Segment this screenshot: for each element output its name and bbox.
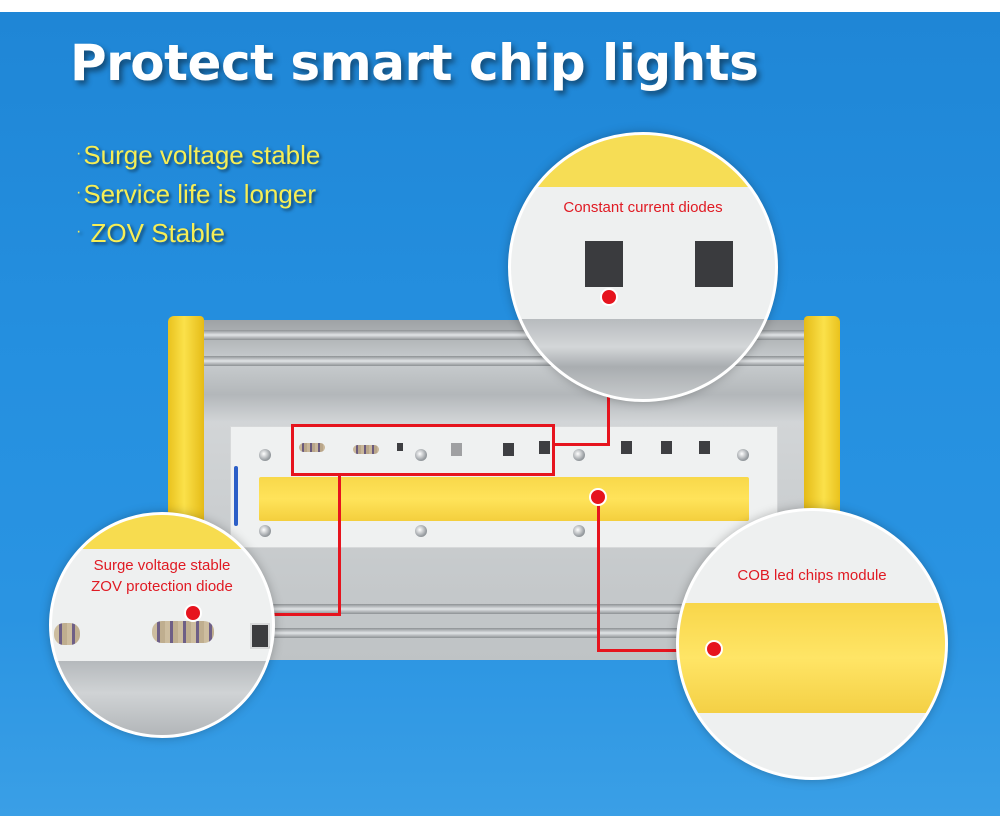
magnifier-cob-led-module: COB led chips module bbox=[676, 508, 948, 780]
leader-line bbox=[597, 496, 600, 652]
heat-sink-fin bbox=[198, 604, 810, 614]
callout-marker-dot bbox=[589, 488, 607, 506]
magnifier-constant-current-diodes: Constant current diodes bbox=[508, 132, 778, 402]
zov-resistor-closeup bbox=[54, 623, 80, 645]
smd-component-closeup bbox=[250, 623, 270, 649]
heat-sink-fin bbox=[198, 330, 810, 340]
bullet-point: · bbox=[76, 145, 82, 162]
diode-chip-closeup bbox=[585, 241, 623, 287]
callout-label: COB led chips module bbox=[737, 567, 887, 584]
feature-text: Surge voltage stable bbox=[83, 140, 321, 170]
magnifier-zov-protection-diode: Surge voltage stable ZOV protection diod… bbox=[49, 512, 275, 738]
callout-marker-dot bbox=[600, 288, 618, 306]
diode-chip bbox=[699, 441, 710, 454]
diode-chip bbox=[661, 441, 672, 454]
diode-chip bbox=[503, 443, 514, 456]
callout-label: Constant current diodes bbox=[563, 199, 723, 216]
feature-item: ·Surge voltage stable bbox=[76, 134, 320, 173]
feature-item: ·Service life is longer bbox=[76, 173, 320, 212]
bullet-point: · bbox=[76, 223, 82, 240]
diode-chip bbox=[539, 441, 550, 454]
cob-led-strip bbox=[259, 477, 749, 521]
heat-sink-fin bbox=[198, 356, 810, 366]
zov-resistor bbox=[353, 445, 379, 454]
cob-edge bbox=[511, 135, 775, 187]
product-banner: Protect smart chip lights ·Surge voltage… bbox=[0, 12, 1000, 816]
cob-edge bbox=[52, 515, 272, 549]
diode-chip-closeup bbox=[695, 241, 733, 287]
housing-rail bbox=[511, 319, 775, 399]
zov-resistor bbox=[299, 443, 325, 452]
screw-icon bbox=[737, 449, 749, 461]
callout-marker-dot bbox=[184, 604, 202, 622]
zov-highlight-box bbox=[291, 424, 555, 476]
feature-text: ZOV Stable bbox=[83, 218, 225, 248]
heat-sink-fin bbox=[198, 628, 810, 638]
feature-list: ·Surge voltage stable ·Service life is l… bbox=[76, 134, 320, 251]
page-title: Protect smart chip lights bbox=[70, 34, 759, 92]
callout-label-line1: Surge voltage stable bbox=[93, 557, 231, 574]
leader-line bbox=[597, 649, 713, 652]
power-wire bbox=[234, 466, 238, 526]
screw-icon bbox=[573, 525, 585, 537]
leader-line bbox=[338, 474, 341, 615]
screw-icon bbox=[415, 449, 427, 461]
diode-chip bbox=[621, 441, 632, 454]
zov-resistor-closeup bbox=[152, 621, 214, 643]
cob-led-closeup bbox=[679, 603, 945, 713]
leader-line bbox=[555, 443, 609, 446]
housing-rail bbox=[52, 661, 272, 735]
screw-icon bbox=[259, 449, 271, 461]
callout-label-line2: ZOV protection diode bbox=[91, 578, 233, 595]
smd-component bbox=[397, 443, 403, 451]
bullet-point: · bbox=[76, 184, 82, 201]
screw-icon bbox=[415, 525, 427, 537]
feature-item: · ZOV Stable bbox=[76, 212, 320, 251]
feature-text: Service life is longer bbox=[83, 179, 316, 209]
diode-chip bbox=[451, 443, 462, 456]
callout-marker-dot bbox=[705, 640, 723, 658]
screw-icon bbox=[573, 449, 585, 461]
